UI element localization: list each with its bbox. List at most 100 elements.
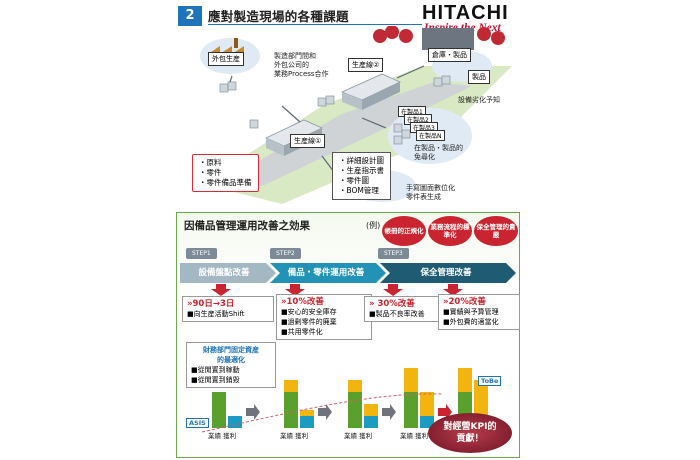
- asset-box: 財務部門固定資産 的最適化 ■從閒置到稼動 ■從閒置到銷毀: [186, 342, 276, 388]
- bar-ToBe-sales-gain: [458, 368, 472, 392]
- box-icons: [219, 75, 451, 183]
- line1-label: 生産線①: [290, 134, 326, 148]
- collab-label-1: 製造部門間和: [274, 52, 316, 60]
- trend-line: [201, 393, 443, 433]
- connector-arrow: [318, 404, 332, 420]
- wip-label-4: 在製品N: [416, 130, 445, 141]
- effect-box-1-item-1: ■向生産活動Shift: [187, 310, 245, 318]
- chevron-step3-label: 保全管理改善: [420, 268, 472, 278]
- bar-ToBe-profit-gain: [474, 380, 488, 416]
- materials-box: ・原料 ・零件 ・零件備品準備: [192, 154, 259, 192]
- materials-item-2: ・零件: [199, 168, 222, 177]
- connector-arrow: [382, 404, 396, 420]
- asset-box-item-2: ■從閒置到銷毀: [191, 376, 240, 384]
- effect-box-2-item-2: ■過剰零件的廃棄: [281, 318, 337, 326]
- x-label-profit: 獲利: [357, 432, 373, 440]
- product-label: 製品: [468, 70, 490, 84]
- flow-arrows: [229, 65, 425, 173]
- factory-illustration: [200, 26, 512, 204]
- page-title: 應對製造現場的各種課題: [208, 9, 349, 24]
- collab-label-2: 外包公司的: [274, 61, 309, 69]
- materials-item-1: ・原料: [199, 158, 222, 167]
- wip-note-2: 免尋化: [414, 153, 435, 161]
- effect-box-3-item-1: ■製品不良率改善: [369, 310, 425, 318]
- bar-ASIS-sales: [212, 392, 226, 428]
- bar-STEP3-profit-gain: [420, 392, 434, 416]
- outsource-label: 外包生産: [208, 52, 244, 66]
- down-arrow: [211, 284, 231, 296]
- x-label-profit: 獲利: [413, 432, 429, 440]
- docs-item-2: ・生産指示書: [339, 166, 384, 175]
- bar-STEP1-sales-gain: [284, 380, 298, 392]
- docs-item-3: ・零件圖: [339, 176, 369, 185]
- step2-tag: STEP2: [270, 248, 301, 259]
- asis-label: ASIS: [186, 418, 209, 428]
- x-label-profit: 獲利: [293, 432, 309, 440]
- effect-box-4-head: »20%改善: [443, 297, 486, 307]
- effect-box-2-item-3: ■共用零件化: [281, 328, 323, 336]
- slide: 2 應對製造現場的各種課題 HITACHI Inspire the Next: [172, 2, 524, 458]
- bubble-maintenance: 保全管理的貴嚴: [474, 216, 518, 246]
- line2-building-icon: [340, 73, 401, 110]
- down-arrow: [383, 284, 403, 296]
- bubble-process: 業務流程的標準化: [428, 216, 472, 246]
- effect-box-4-item-2: ■外包費的適當化: [443, 318, 499, 326]
- section-number: 2: [178, 6, 202, 26]
- chevron-step1-shape: [180, 263, 276, 283]
- docs-item-1: ・詳細設計圖: [339, 156, 384, 165]
- down-arrow: [285, 284, 305, 296]
- kpi-text-1: 對經營KPI的: [443, 422, 497, 432]
- bar-x-label: 業績 獲利: [208, 430, 236, 440]
- kpi-text-2: 貢獻！: [456, 434, 484, 444]
- bar-x-label: 業績 獲利: [344, 430, 372, 440]
- title-underline: [208, 24, 422, 25]
- down-arrows: [211, 284, 463, 296]
- bar-STEP2-profit-gain: [364, 404, 378, 416]
- effect-box-3: » 30%改善 ■製品不良率改善: [364, 296, 444, 322]
- docs-item-4: ・BOM管理: [339, 186, 379, 195]
- bar-ASIS-profit: [228, 416, 242, 428]
- step1-tag: STEP1: [186, 248, 217, 259]
- effect-box-2-item-1: ■安心的安全庫存: [281, 308, 337, 316]
- documents-box: ・詳細設計圖 ・生産指示書 ・零件圖 ・BOM管理: [332, 152, 391, 200]
- asset-box-head-1: 財務部門固定資産: [203, 346, 259, 354]
- bar-STEP1-sales: [284, 392, 298, 428]
- down-arrow: [443, 284, 463, 296]
- effect-box-4-item-1: ■實績與予算管理: [443, 308, 499, 316]
- effect-box-3-head: » 30%改善: [369, 299, 415, 309]
- example-label: (例): [366, 221, 381, 230]
- x-label-profit: 獲利: [221, 432, 237, 440]
- x-label-sales: 業績: [280, 432, 293, 440]
- wip-note-1: 在製品・製品的: [414, 144, 463, 152]
- collab-label-3: 業務Process合作: [274, 70, 329, 78]
- warehouse-label: 倉庫・製品: [428, 48, 471, 62]
- bubble-ledger: 帳冊的正規化: [382, 216, 426, 246]
- forecast-label: 設備劣化予知: [458, 96, 500, 104]
- bar-STEP1-profit: [300, 416, 314, 428]
- bar-STEP3-sales: [404, 392, 418, 428]
- step-chevrons: [180, 263, 516, 283]
- asset-box-head-2: 的最適化: [217, 356, 245, 364]
- brand-logo: HITACHI: [422, 2, 509, 24]
- chevron-step3-shape: [380, 263, 516, 283]
- step3-tag: STEP3: [378, 248, 409, 259]
- effect-box-4: »20%改善 ■實績與予算管理 ■外包費的適當化: [438, 294, 520, 330]
- effect-box-1: »90日→3日 ■向生産活動Shift: [182, 296, 274, 322]
- digitize-note-2: 零件表生成: [406, 193, 441, 201]
- effects-title: 因備品管理運用改善之効果: [184, 220, 310, 232]
- bar-x-label: 業績 獲利: [400, 430, 428, 440]
- x-label-sales: 業績: [208, 432, 221, 440]
- bar-STEP2-sales: [348, 392, 362, 428]
- chevron-step2-shape: [270, 263, 386, 283]
- chevron-step1-label: 設備盤點改善: [198, 268, 250, 278]
- effect-box-2-head: »10%改善: [281, 297, 324, 307]
- effect-box-2: »10%改善 ■安心的安全庫存 ■過剰零件的廃棄 ■共用零件化: [276, 294, 372, 340]
- materials-item-3: ・零件備品準備: [199, 178, 252, 187]
- digitize-note-1: 手寫圖面數位化: [406, 184, 455, 192]
- x-label-sales: 業績: [344, 432, 357, 440]
- bar-STEP2-sales-gain: [348, 380, 362, 392]
- tobe-label: ToBe: [478, 376, 502, 386]
- kpi-contribution-bubble: 對經營KPI的 貢獻！: [428, 413, 512, 453]
- bar-STEP2-profit: [364, 416, 378, 428]
- bar-x-label: 業績 獲利: [280, 430, 308, 440]
